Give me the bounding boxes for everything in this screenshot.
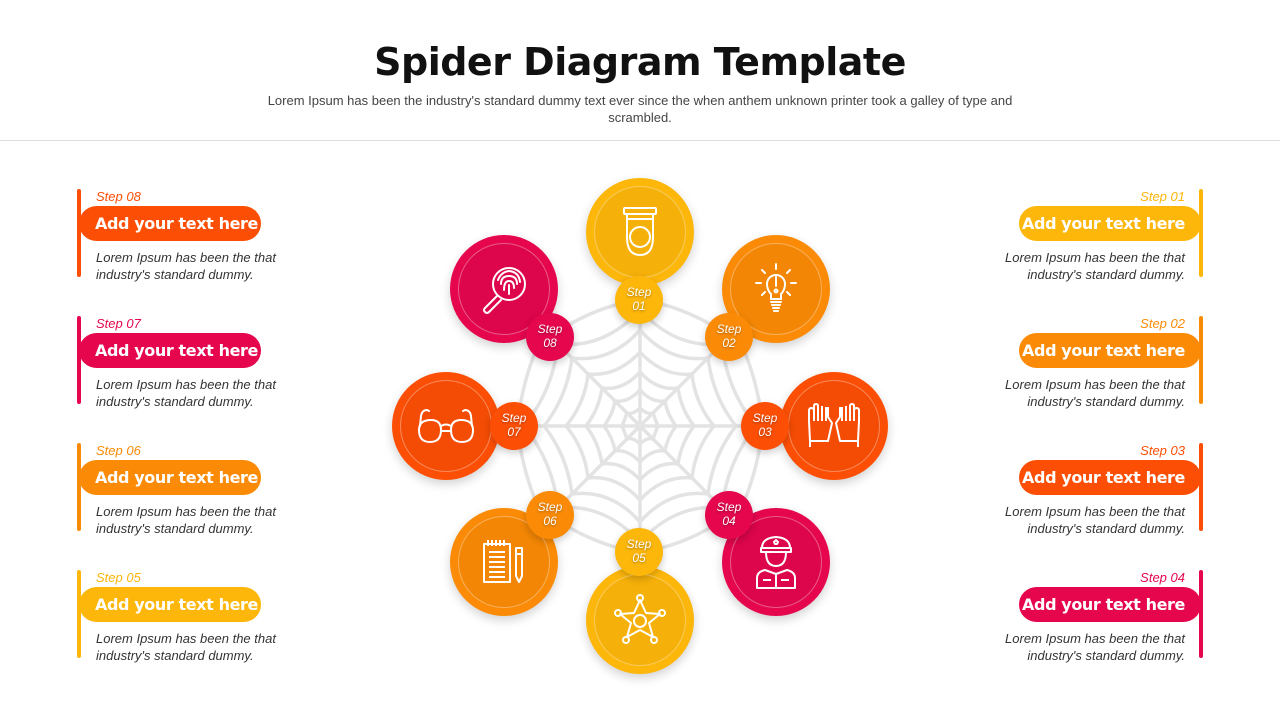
step-description: Lorem Ipsum has been the that industry's … [96,503,316,537]
step-label: Step 01 [1140,189,1185,204]
badge-label: Step [626,537,652,551]
step-label: Step 07 [96,316,141,331]
title-pill[interactable]: Add your text here [79,333,261,368]
badge-label: Step [537,322,563,336]
desc-line: industry's standard dummy. [1027,394,1185,409]
step-label: Step 06 [96,443,141,458]
title-pill[interactable]: Add your text here [1019,333,1201,368]
step-description: Lorem Ipsum has been the that industry's … [965,249,1185,283]
step-description: Lorem Ipsum has been the that industry's … [965,503,1185,537]
glasses-icon [417,408,475,444]
badge-number: 08 [543,336,557,350]
badge-label: Step [537,500,563,514]
title-pill[interactable]: Add your text here [79,460,261,495]
title-pill[interactable]: Add your text here [79,587,261,622]
fingerprint-search-icon [483,267,526,314]
desc-line: Lorem Ipsum has been the that [1005,631,1185,646]
card-accent-bar [77,443,81,531]
title-pill[interactable]: Add your text here [1019,587,1201,622]
badge-label: Step [716,500,742,514]
desc-line: industry's standard dummy. [1027,648,1185,663]
title-pill[interactable]: Add your text here [1019,460,1201,495]
step-05-badge[interactable]: Step 05 [615,528,663,576]
step-07-node[interactable] [392,372,500,480]
desc-line: industry's standard dummy. [96,648,254,663]
step-04-card: Step 04 Add your text here Lorem Ipsum h… [963,570,1203,663]
notepad-pen-icon [483,540,523,583]
step-03-card: Step 03 Add your text here Lorem Ipsum h… [963,443,1203,536]
badge-label: Step [501,411,527,425]
step-label: Step 02 [1140,316,1185,331]
police-officer-icon [756,536,796,589]
desc-line: Lorem Ipsum has been the that [96,631,276,646]
desc-line: industry's standard dummy. [96,267,254,282]
step-label: Step 08 [96,189,141,204]
step-label: Step 03 [1140,443,1185,458]
step-05-card: Step 05 Add your text here Lorem Ipsum h… [77,570,317,663]
card-accent-bar [1199,443,1203,531]
badge-number: 04 [722,514,736,528]
desc-line: industry's standard dummy. [96,521,254,536]
lightbulb-icon [755,263,797,312]
badge-number: 07 [507,425,521,439]
step-label: Step 05 [96,570,141,585]
step-06-card: Step 06 Add your text here Lorem Ipsum h… [77,443,317,536]
step-description: Lorem Ipsum has been the that industry's … [965,376,1185,410]
card-accent-bar [1199,570,1203,658]
step-03-node[interactable] [780,372,888,480]
header-divider [0,140,1280,141]
desc-line: Lorem Ipsum has been the that [96,377,276,392]
badge-label: Step [752,411,778,425]
badge-number: 02 [722,336,736,350]
page-title: Spider Diagram Template [374,40,906,84]
step-04-badge[interactable]: Step 04 [705,491,753,539]
gloves-icon [808,403,860,447]
step-description: Lorem Ipsum has been the that industry's … [965,630,1185,664]
title-pill[interactable]: Add your text here [79,206,261,241]
step-02-badge[interactable]: Step 02 [705,313,753,361]
desc-line: industry's standard dummy. [1027,267,1185,282]
desc-line: Lorem Ipsum has been the that [1005,377,1185,392]
node-ring [458,516,550,608]
badge-number: 01 [632,299,646,313]
card-accent-bar [77,189,81,277]
step-07-card: Step 07 Add your text here Lorem Ipsum h… [77,316,317,409]
badge-number: 06 [543,514,557,528]
step-description: Lorem Ipsum has been the that industry's … [96,630,316,664]
step-08-card: Step 08 Add your text here Lorem Ipsum h… [77,189,317,282]
node-ring [730,243,822,335]
sheriff-star-icon [614,594,666,644]
desc-line: Lorem Ipsum has been the that [96,504,276,519]
card-accent-bar [77,316,81,404]
title-pill[interactable]: Add your text here [1019,206,1201,241]
badge-label: Step [716,322,742,336]
badge-label: Step [626,285,652,299]
step-06-badge[interactable]: Step 06 [526,491,574,539]
page-subtitle: Lorem Ipsum has been the industry's stan… [267,93,1013,125]
desc-line: Lorem Ipsum has been the that [1005,504,1185,519]
step-02-card: Step 02 Add your text here Lorem Ipsum h… [963,316,1203,409]
badge-number: 05 [632,551,646,565]
step-label: Step 04 [1140,570,1185,585]
badge-number: 03 [758,425,772,439]
step-description: Lorem Ipsum has been the that industry's … [96,249,316,283]
desc-line: industry's standard dummy. [96,394,254,409]
card-accent-bar [1199,316,1203,404]
step-05-node[interactable] [586,566,694,674]
card-accent-bar [1199,189,1203,277]
step-01-badge[interactable]: Step 01 [615,276,663,324]
step-08-badge[interactable]: Step 08 [526,313,574,361]
step-01-card: Step 01 Add your text here Lorem Ipsum h… [963,189,1203,282]
node-ring [730,516,822,608]
desc-line: Lorem Ipsum has been the that [1005,250,1185,265]
step-03-badge[interactable]: Step 03 [741,402,789,450]
step-description: Lorem Ipsum has been the that industry's … [96,376,316,410]
step-01-node[interactable] [586,178,694,286]
toilet-icon [623,207,657,256]
desc-line: Lorem Ipsum has been the that [96,250,276,265]
card-accent-bar [77,570,81,658]
node-ring [458,243,550,335]
desc-line: industry's standard dummy. [1027,521,1185,536]
step-07-badge[interactable]: Step 07 [490,402,538,450]
